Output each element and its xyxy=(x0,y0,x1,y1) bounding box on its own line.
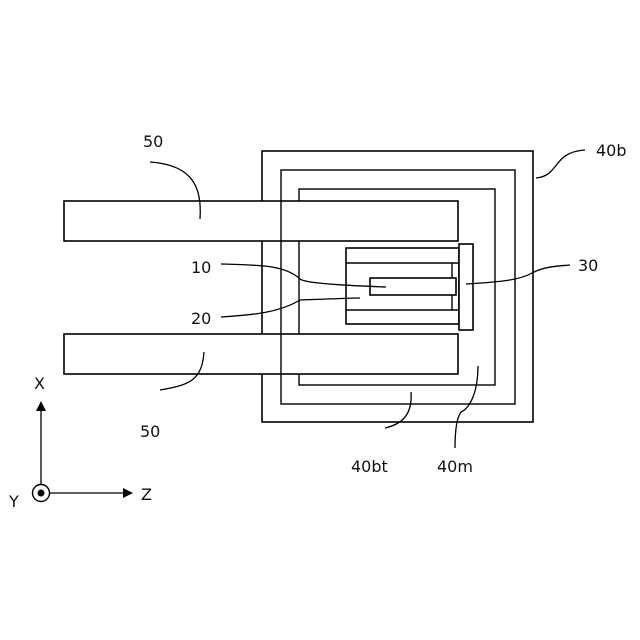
label-20: 20 xyxy=(191,309,211,328)
label-40bt: 40bt xyxy=(351,457,388,476)
label-40b: 40b xyxy=(596,141,627,160)
plate-30 xyxy=(459,244,473,330)
leader-40b xyxy=(536,150,585,178)
label-50-bottom: 50 xyxy=(140,422,160,441)
axis-label-y: Y xyxy=(8,492,19,511)
label-30: 30 xyxy=(578,256,598,275)
lead-50-top xyxy=(64,201,458,241)
axis-label-x: X xyxy=(34,374,45,393)
y-axis-dot xyxy=(38,490,45,497)
z-axis-arrowhead xyxy=(123,488,133,498)
label-40m: 40m xyxy=(437,457,473,476)
label-50-top: 50 xyxy=(143,132,163,151)
axis-label-z: Z xyxy=(141,485,152,504)
lead-50-bottom xyxy=(64,334,458,374)
label-10: 10 xyxy=(191,258,211,277)
x-axis-arrowhead xyxy=(36,401,46,411)
